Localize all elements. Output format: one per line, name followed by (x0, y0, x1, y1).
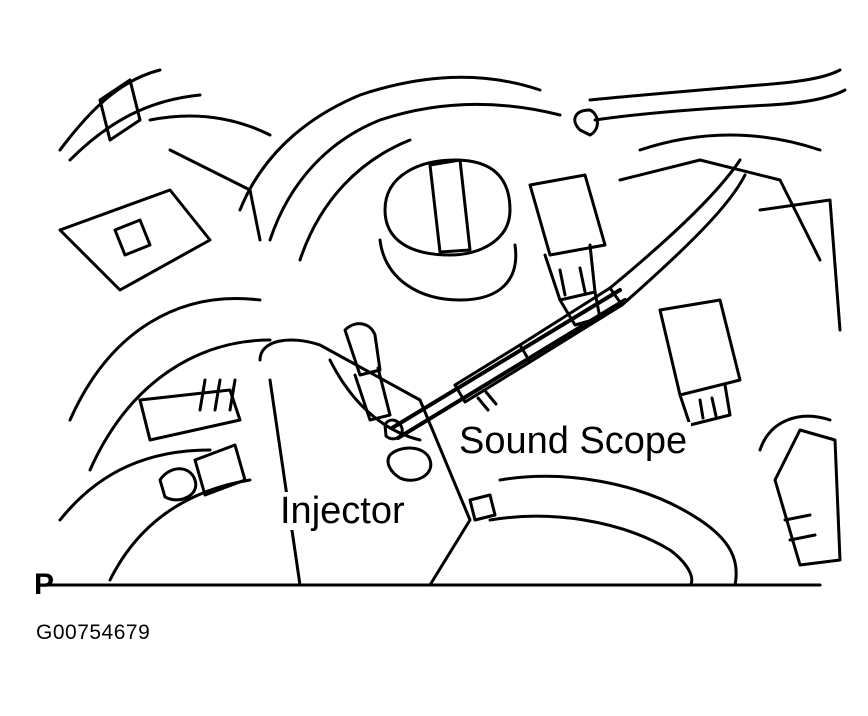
engine-bay-illustration (38, 68, 847, 587)
injector-label: Injector (276, 492, 409, 530)
view-marker: P (34, 568, 55, 601)
sound-scope-label: Sound Scope (455, 422, 692, 460)
figure-code: G00754679 (36, 621, 151, 644)
engine-line-art (38, 68, 847, 587)
